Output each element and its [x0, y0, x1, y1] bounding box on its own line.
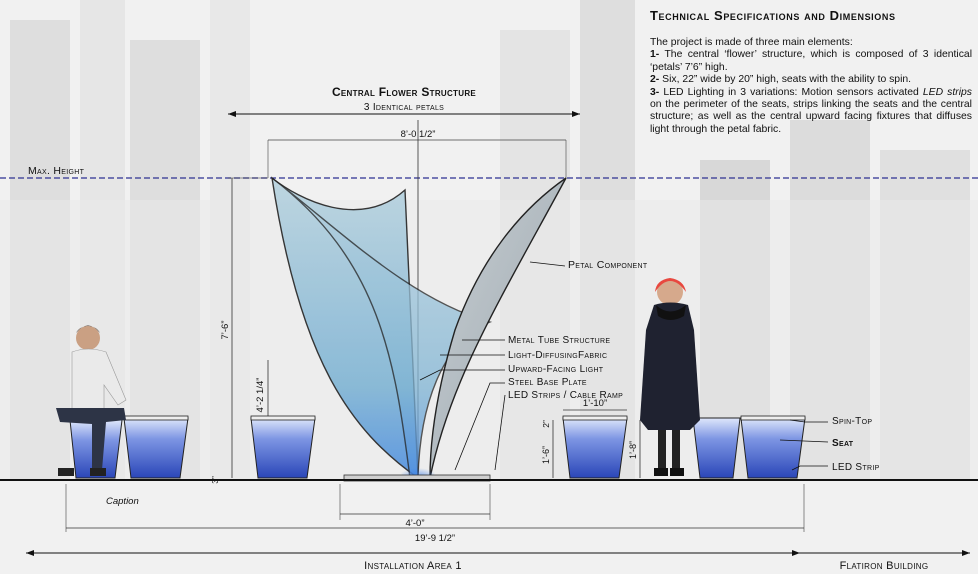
figure-seated-man: [56, 325, 127, 476]
spec-item-1-num: 1-: [650, 49, 660, 61]
spec-item-3-text-b: on the perimeter of the seats, strips li…: [650, 99, 972, 135]
flatiron-building-label: Flatiron Building: [840, 560, 929, 572]
seat-height-dim-2: 1’-8”: [628, 441, 638, 459]
led-strip-label: LED Strip: [832, 462, 880, 473]
petal-left: [271, 176, 419, 480]
spin-top-label: Spin-Top: [832, 416, 872, 427]
seat-4: [562, 415, 628, 479]
figure-standing-woman: [640, 278, 700, 476]
specs-intro: The project is made of three main elemen…: [650, 37, 853, 48]
spec-item-2: 2- Six, 22” wide by 20” high, seats with…: [650, 74, 972, 86]
seat-5: [692, 417, 741, 479]
spec-item-1-text: The central ‘flower’ structure, which is…: [650, 49, 973, 73]
spec-item-3-num: 3-: [650, 86, 660, 98]
petal-component-label: Petal Component: [568, 259, 648, 271]
height-dim: 7’-6”: [220, 320, 231, 339]
specs-title: Technical Specifications and Dimensions: [650, 8, 896, 23]
petal-right: [429, 177, 567, 479]
total-width-dim: 19’-9 1/2”: [415, 533, 455, 544]
installation-area-label: Installation Area 1: [364, 560, 462, 572]
central-structure-title: Central Flower Structure: [332, 85, 476, 99]
seat-width-dim: 1’-10”: [583, 398, 607, 409]
spec-item-3-em: LED strips: [922, 86, 972, 98]
seat-6: [740, 415, 806, 479]
max-height-label: Max. Height: [28, 165, 85, 177]
flower-structure: [271, 176, 567, 482]
spec-item-3-text-a: LED Lighting in 3 variations: Motion sen…: [663, 86, 923, 98]
technical-specifications: Technical Specifications and Dimensions …: [650, 8, 972, 136]
base-width-dim: 4’-0”: [405, 518, 424, 529]
seat-2: [123, 415, 189, 479]
spec-item-2-text: Six, 22” wide by 20” high, seats with th…: [662, 74, 912, 86]
seat-offset-dim: 4’-2 1/4”: [255, 378, 266, 413]
spin-top-height-dim: 2”: [541, 420, 551, 428]
base-plate-label: Steel Base Plate: [508, 377, 587, 388]
spec-item-3: 3- LED Lighting in 3 variations: Motion …: [650, 87, 972, 137]
central-structure-subtitle: 3 Identical petals: [364, 102, 444, 113]
metal-tube-label: Metal Tube Structure: [508, 335, 610, 346]
seat-3: [250, 415, 316, 479]
fabric-label: Light-DiffusingFabric: [508, 350, 607, 361]
seat-height-dim: 1’-6”: [541, 446, 551, 464]
spec-item-1: 1- The central ‘flower’ structure, which…: [650, 49, 972, 74]
petal-center: [271, 177, 493, 479]
upward-light-label: Upward-Facing Light: [508, 364, 604, 375]
spec-item-2-num: 2-: [650, 74, 660, 86]
seats: [69, 415, 806, 479]
caption-label: Caption: [106, 496, 139, 507]
led-strips-label: LED Strips / Cable Ramp: [508, 390, 623, 401]
seat-label: Seat: [832, 438, 854, 449]
